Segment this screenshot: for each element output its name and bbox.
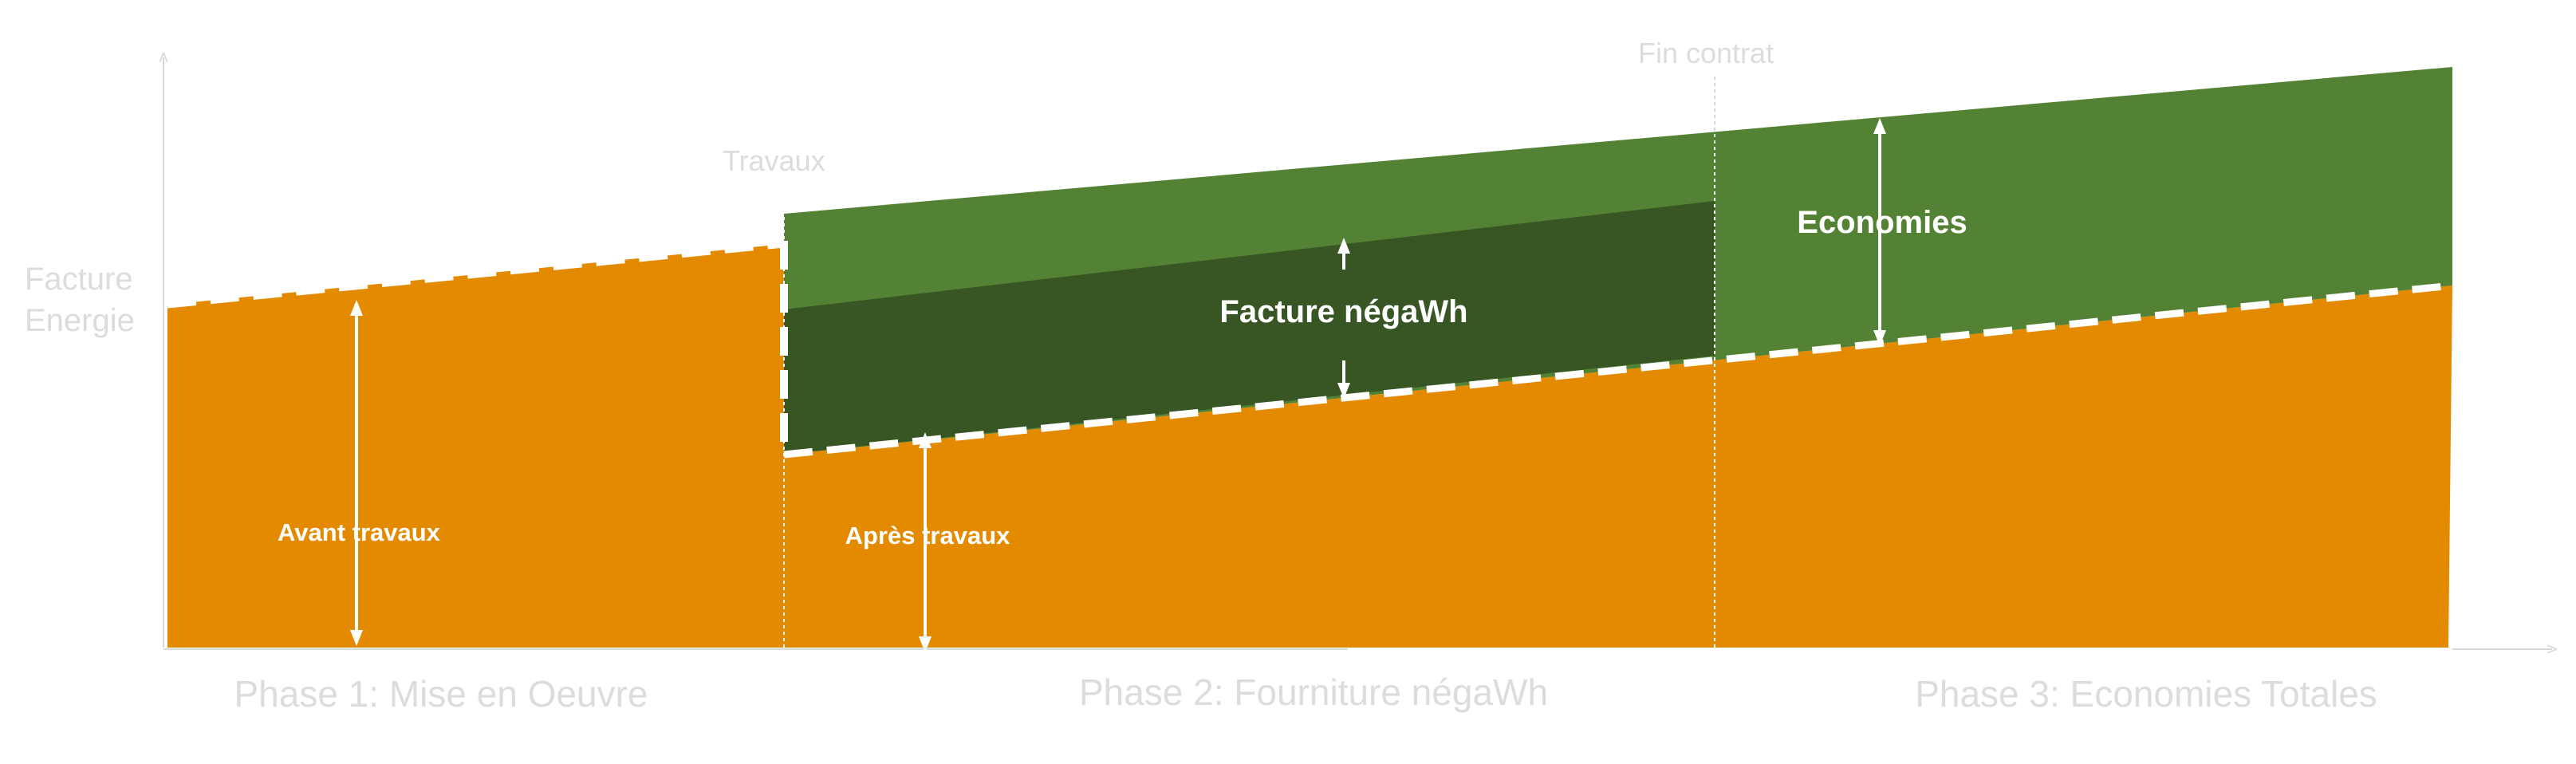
apres-travaux-area: [784, 286, 2452, 648]
y-axis-label-line2: Energie: [25, 303, 135, 338]
apres-travaux-label: Après travaux: [845, 522, 1011, 549]
dashed-after-line: [783, 282, 2453, 459]
phase3-label: Phase 3: Economies Totales: [1915, 673, 2377, 715]
travaux-label: Travaux: [723, 144, 825, 177]
economies-label: Economies: [1797, 205, 1967, 240]
facture-negawh-area: [784, 201, 1715, 455]
phase1-label: Phase 1: Mise en Oeuvre: [234, 673, 648, 715]
phase2-label: Phase 2: Fourniture négaWh: [1079, 671, 1548, 713]
avant-travaux-area: [167, 244, 784, 648]
y-axis-label-line1: Facture: [25, 262, 133, 297]
dashed-before-line: [167, 240, 785, 309]
facture-negawh-label: Facture négaWh: [1219, 294, 1467, 329]
avant-travaux-label: Avant travaux: [278, 518, 441, 546]
fin-contrat-label: Fin contrat: [1638, 37, 1774, 69]
